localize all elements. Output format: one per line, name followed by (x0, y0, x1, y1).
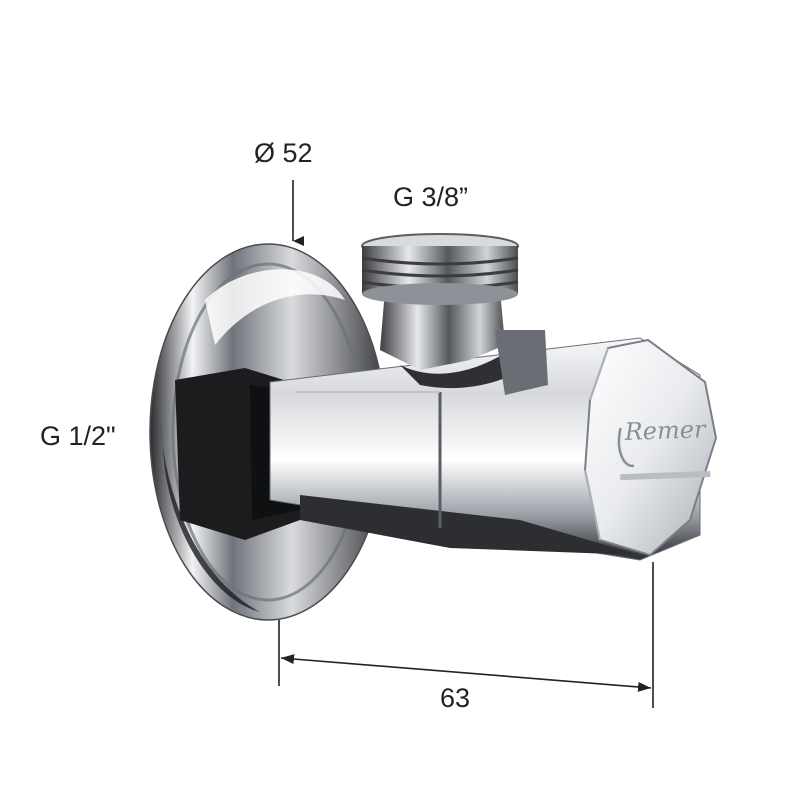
valve-body-lower-band (300, 495, 640, 555)
outlet-thread (361, 233, 519, 305)
brand-logo-underline (620, 471, 711, 481)
dimension-annotations: Ø 52 G 3/8” G 1/2" 63 (40, 138, 654, 713)
inlet-thread-label: G 1/2" (40, 421, 116, 451)
angle-valve-illustration: Remer (149, 233, 718, 621)
outlet-thread-ridge-1 (361, 256, 519, 266)
outlet-thread-ridge-2 (361, 268, 519, 278)
outlet-elbow (495, 330, 548, 395)
diameter-label: Ø 52 (254, 138, 313, 168)
hex-cap (583, 338, 718, 557)
outlet-thread-bottom (362, 283, 518, 305)
outlet-thread-label: G 3/8” (393, 182, 468, 212)
flange-highlight (205, 269, 345, 345)
brand-logo-swash (617, 427, 635, 467)
brand-logo: Remer (617, 415, 711, 481)
length-dimension-line (280, 654, 652, 692)
outlet-stem (380, 290, 505, 370)
length-label: 63 (440, 683, 470, 713)
hex-cap-edge (584, 347, 609, 541)
brand-logo-text: Remer (623, 415, 707, 446)
